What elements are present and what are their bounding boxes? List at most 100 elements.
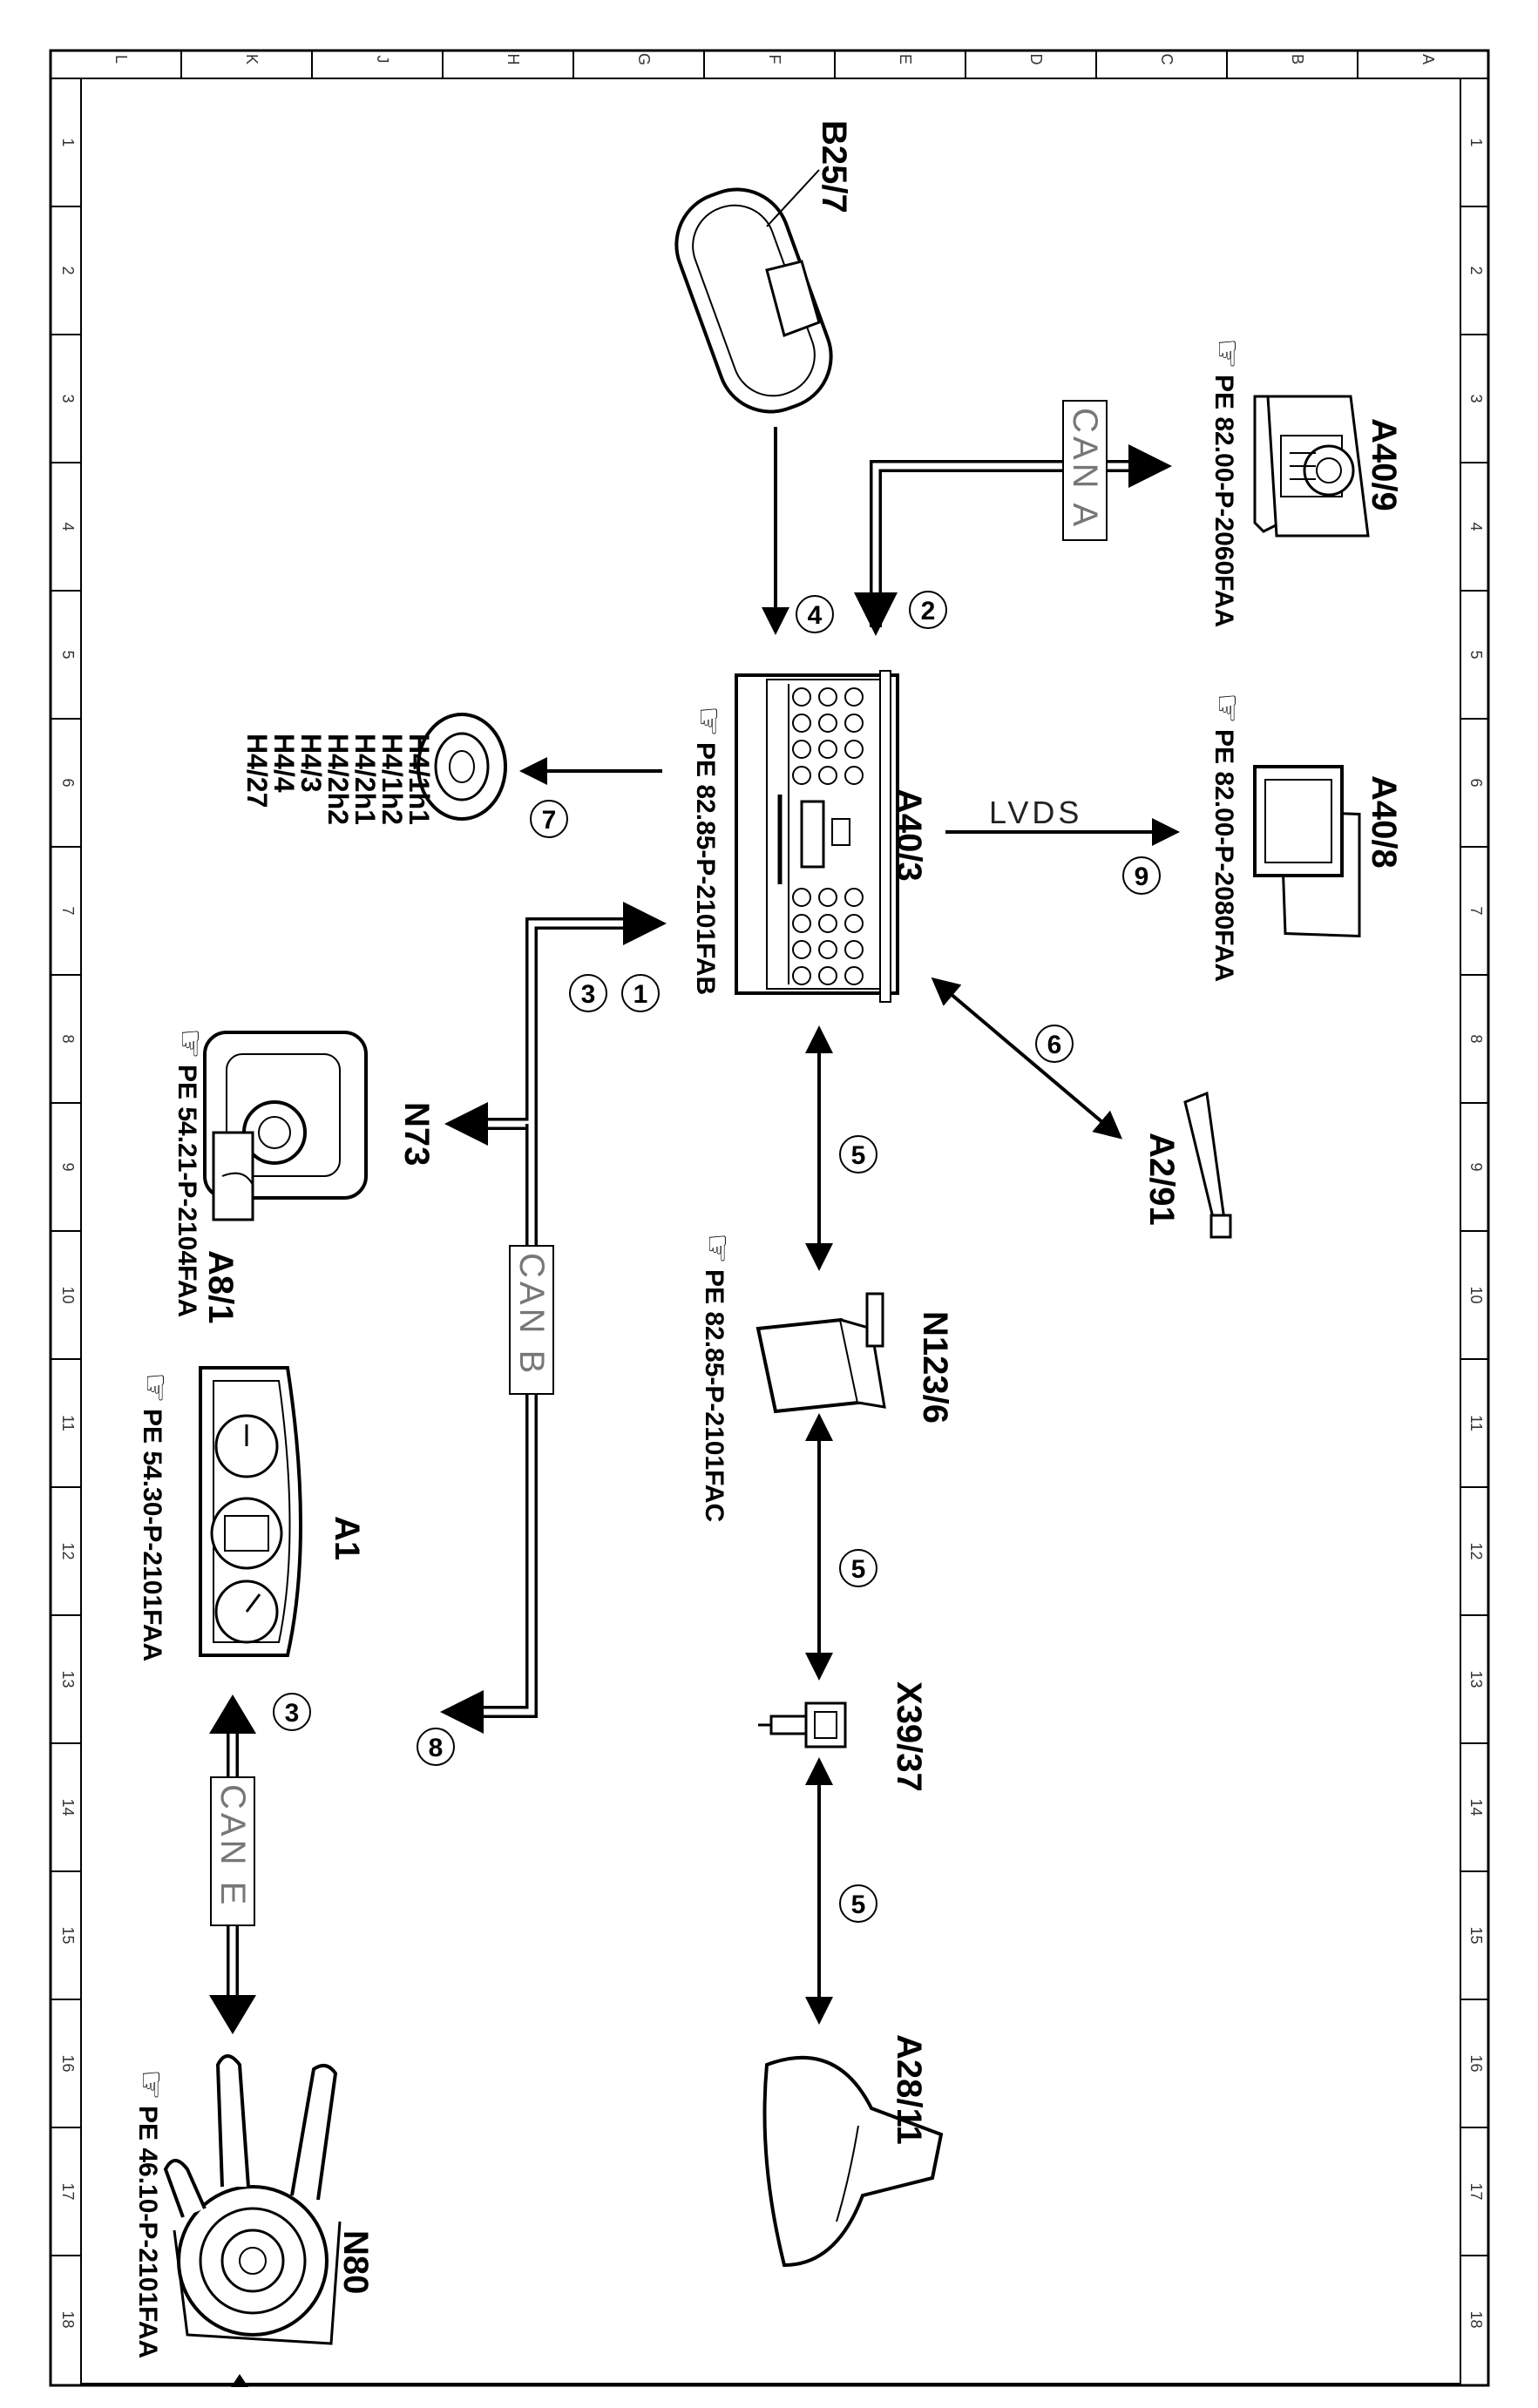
head-unit-button <box>844 766 864 785</box>
head-unit-button <box>818 714 837 733</box>
row-number-left: 15 <box>59 1926 77 1944</box>
row-number-right: 1 <box>1467 138 1485 146</box>
speaker-id: H4/3 <box>295 734 327 793</box>
head-unit-button <box>844 914 864 933</box>
row-number-left: 6 <box>59 778 77 787</box>
b25-7-mirror-icon <box>674 187 833 414</box>
hand-pointer-icon: ☞ <box>136 1372 174 1404</box>
a1-reference: ☞ PE 54.30-P-2101FAA <box>136 1372 174 1661</box>
row-number-right: 17 <box>1467 2182 1485 2200</box>
a40-8-label: A40/8 <box>1365 775 1403 869</box>
head-unit-button <box>818 687 837 707</box>
can-e-badge: CAN E <box>210 1776 255 1926</box>
row-number-left: 14 <box>59 1798 77 1816</box>
column-letter: E <box>897 54 914 64</box>
svg-text:8: 8 <box>429 1734 444 1762</box>
a40-9-ref-text: PE 82.00-P-2060FAA <box>1209 375 1238 627</box>
a1-ref-text: PE 54.30-P-2101FAA <box>138 1409 166 1661</box>
n73-label: N73 <box>397 1102 436 1166</box>
circle-5-b: 5 <box>839 1549 877 1587</box>
svg-text:9: 9 <box>1135 862 1149 891</box>
column-letter: C <box>1158 54 1176 65</box>
n80-reference: ☞ PE 46.10-P-2101FAA <box>132 2069 170 2358</box>
head-unit-button <box>792 766 811 785</box>
row-number-right: 5 <box>1467 650 1485 659</box>
can-b-text: CAN B <box>512 1253 551 1376</box>
a1-label: A1 <box>328 1516 366 1560</box>
row-number-left: 10 <box>59 1286 77 1303</box>
svg-text:2: 2 <box>921 597 936 626</box>
row-number-right: 15 <box>1467 1926 1485 1944</box>
circle-9: 9 <box>1122 856 1161 895</box>
svg-text:5: 5 <box>851 1555 866 1584</box>
column-letter: F <box>766 55 783 64</box>
head-unit-button <box>844 714 864 733</box>
a40-8-ref-text: PE 82.00-P-2080FAA <box>1209 729 1238 982</box>
svg-text:6: 6 <box>1047 1031 1062 1059</box>
row-number-right: 14 <box>1467 1798 1485 1816</box>
b25-7-label: B25/7 <box>815 120 853 213</box>
a1-instrument-cluster-icon <box>199 1366 302 1657</box>
a40-3-head-unit-icon <box>735 670 899 1003</box>
head-unit-button <box>844 940 864 959</box>
head-unit-button <box>818 940 837 959</box>
n73-ignition-switch-icon <box>203 1031 368 1221</box>
row-number-right: 12 <box>1467 1542 1485 1559</box>
circle-3-lower: 3 <box>273 1693 311 1731</box>
svg-text:5: 5 <box>851 1141 866 1170</box>
circle-5-c: 5 <box>839 1884 877 1923</box>
head-unit-button <box>792 940 811 959</box>
row-number-left: 18 <box>59 2310 77 2328</box>
row-number-left: 5 <box>59 650 77 659</box>
n123-6-module-icon <box>755 1292 886 1414</box>
n80-ref-text: PE 46.10-P-2101FAA <box>133 2106 162 2358</box>
a2-91-label: A2/91 <box>1142 1133 1181 1226</box>
row-number-left: 12 <box>59 1542 77 1559</box>
head-unit-button <box>818 740 837 759</box>
head-unit-button <box>844 888 864 907</box>
column-letter: L <box>112 55 130 64</box>
row-number-right: 3 <box>1467 394 1485 402</box>
row-number-left: 1 <box>59 138 77 146</box>
row-number-left: 3 <box>59 394 77 402</box>
a2-91-arrow <box>931 977 1123 1140</box>
can-a-badge: CAN A <box>1062 400 1108 541</box>
a28-11-gear-selector-icon <box>762 2055 944 2268</box>
svg-text:5: 5 <box>851 1891 866 1919</box>
row-number-right: 11 <box>1467 1415 1485 1431</box>
row-number-left: 11 <box>59 1415 77 1431</box>
svg-text:3: 3 <box>285 1699 300 1728</box>
a40-9-reference: ☞ PE 82.00-P-2060FAA <box>1208 338 1246 627</box>
speaker-id: H4/2h1 <box>349 734 381 825</box>
row-number-right: 13 <box>1467 1670 1485 1688</box>
row-number-right: 10 <box>1467 1286 1485 1303</box>
circle-4: 4 <box>796 595 834 633</box>
column-letter: B <box>1289 54 1306 64</box>
circle-8: 8 <box>417 1728 455 1766</box>
speaker-id: H4/2h2 <box>322 734 354 825</box>
svg-text:7: 7 <box>542 806 557 835</box>
row-number-left: 16 <box>59 2054 77 2072</box>
a40-9-label: A40/9 <box>1365 418 1403 511</box>
row-number-left: 17 <box>59 2182 77 2200</box>
frame-outer <box>49 49 1490 2387</box>
head-unit-button <box>792 966 811 985</box>
svg-text:1: 1 <box>633 980 648 1009</box>
a40-3-reference: ☞ PE 82.85-P-2101FAB <box>689 706 728 995</box>
can-a-text: CAN A <box>1066 408 1104 530</box>
circle-2: 2 <box>909 591 947 629</box>
row-number-left: 8 <box>59 1034 77 1043</box>
hand-pointer-icon: ☞ <box>1208 338 1246 369</box>
head-unit-button <box>792 714 811 733</box>
lvds-label: LVDS <box>989 795 1082 830</box>
a40-9-camera-icon <box>1253 395 1370 538</box>
row-number-right: 18 <box>1467 2310 1485 2328</box>
circle-6: 6 <box>1035 1025 1074 1063</box>
a40-3-ref-text: PE 82.85-P-2101FAB <box>691 742 720 995</box>
row-number-right: 4 <box>1467 522 1485 531</box>
n123-6-label: N123/6 <box>916 1311 954 1424</box>
speaker-id: H4/1h2 <box>376 734 408 825</box>
